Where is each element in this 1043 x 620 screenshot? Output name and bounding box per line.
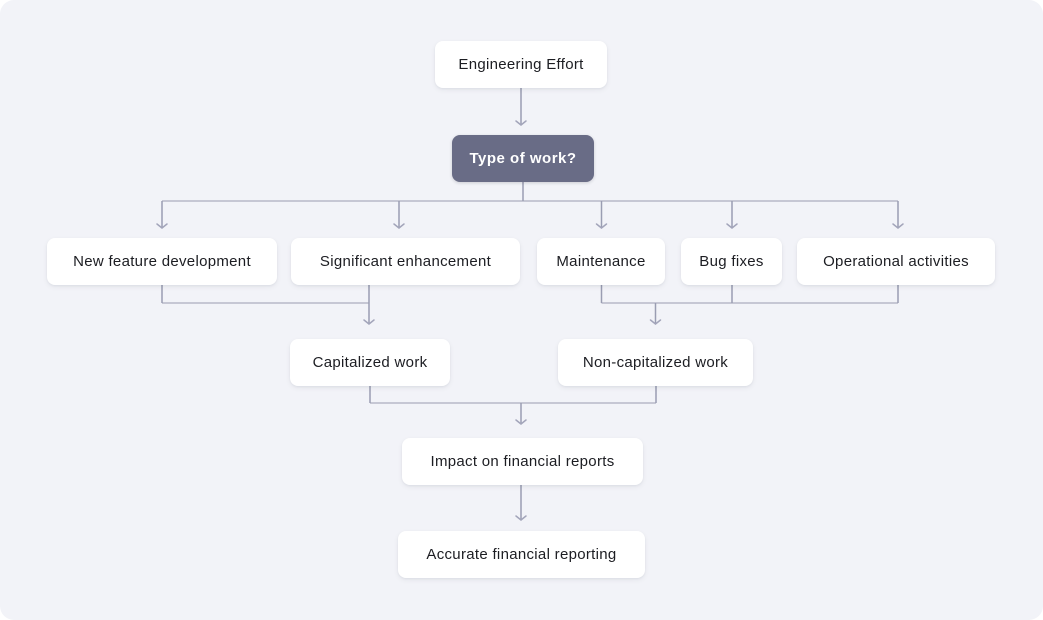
node-bug-fixes: Bug fixes [681,238,782,285]
node-accurate-financial-reporting: Accurate financial reporting [398,531,645,578]
node-significant-enhancement: Significant enhancement [291,238,520,285]
node-type-of-work: Type of work? [452,135,594,182]
node-new-feature-development: New feature development [47,238,277,285]
node-operational-activities: Operational activities [797,238,995,285]
node-impact-on-financial-reports: Impact on financial reports [402,438,643,485]
node-non-capitalized-work: Non-capitalized work [558,339,753,386]
node-maintenance: Maintenance [537,238,665,285]
node-engineering-effort: Engineering Effort [435,41,607,88]
node-capitalized-work: Capitalized work [290,339,450,386]
